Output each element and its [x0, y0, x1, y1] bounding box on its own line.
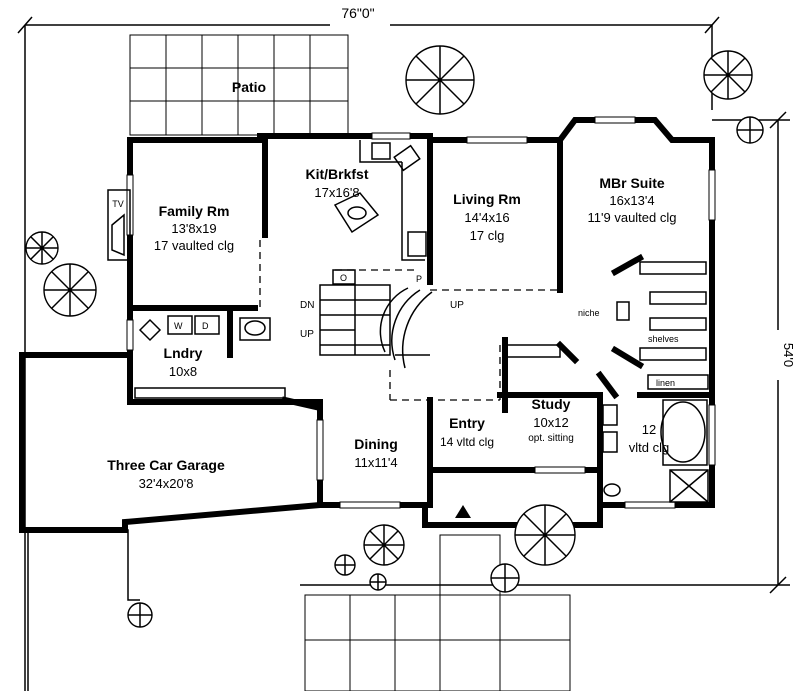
- kitchen-counters: [359, 140, 427, 261]
- master-note: 11'9 vaulted clg: [588, 210, 677, 225]
- staircase: [319, 284, 433, 369]
- tree-icon: [25, 231, 59, 265]
- stair-up-left-label: UP: [300, 329, 314, 340]
- pantry-label: P: [416, 274, 422, 284]
- family-size: 13'8x19: [171, 221, 216, 236]
- linen-closet: [647, 374, 709, 390]
- tree-icon: [736, 116, 764, 144]
- laundry-size: 10x8: [169, 364, 197, 379]
- tree-icon: [363, 524, 405, 566]
- bath-sink-1: [602, 404, 618, 426]
- shelves-label: shelves: [648, 334, 679, 344]
- study-note: opt. sitting: [528, 433, 574, 444]
- dryer-label: D: [202, 321, 209, 331]
- oven-label: O: [340, 273, 347, 283]
- kitchen-island: [333, 192, 380, 234]
- laundry-name: Lndry: [164, 345, 203, 361]
- tree-icon: [703, 50, 753, 100]
- washer-label: W: [174, 321, 183, 331]
- kitchen-size: 17x16'8: [314, 185, 359, 200]
- entry-arrow-icon: [455, 505, 471, 518]
- patio-name: Patio: [232, 79, 266, 95]
- bathtub: [660, 401, 706, 463]
- front-walk-paving: [304, 534, 571, 691]
- bath-ceiling-line1: 12: [642, 422, 656, 437]
- stair-down-label: DN: [300, 300, 314, 311]
- bath-sink-2: [602, 431, 618, 453]
- fireplace-hearth: [111, 213, 125, 257]
- tree-icon: [514, 504, 576, 566]
- oven: [332, 269, 356, 285]
- dining-size: 11x11'4: [354, 455, 397, 470]
- living-note: 17 clg: [470, 228, 505, 243]
- dryer: [194, 315, 220, 335]
- kitchen-name: Kit/Brkfst: [305, 166, 368, 182]
- master-size: 16x13'4: [609, 193, 654, 208]
- garage-size: 32'4x20'8: [139, 476, 194, 491]
- study-name: Study: [532, 396, 571, 412]
- tree-icon: [405, 45, 475, 115]
- study-size: 10x12: [533, 415, 568, 430]
- washer: [167, 315, 193, 335]
- depth-dimension-label: 54'0: [781, 343, 796, 367]
- driveway-edge: [28, 529, 140, 601]
- exterior-walls: [127, 117, 715, 528]
- tree-icon: [369, 573, 387, 591]
- shower: [669, 469, 709, 503]
- width-dimension-label: 76"0": [341, 5, 374, 21]
- closet-shelving: [134, 253, 707, 400]
- tv-label: TV: [112, 199, 124, 209]
- living-size: 14'4x16: [464, 210, 509, 225]
- tree-icon: [334, 554, 356, 576]
- family-note: 17 vaulted clg: [154, 238, 234, 253]
- linen-label: linen: [656, 378, 675, 388]
- stair-up-right-label: UP: [450, 300, 464, 311]
- powder-room-sink: [244, 320, 266, 336]
- living-name: Living Rm: [453, 191, 521, 207]
- entry-note: 14 vltd clg: [440, 435, 494, 449]
- powder-room-vanity: [239, 317, 271, 341]
- family-name: Family Rm: [159, 203, 230, 219]
- toilet: [603, 483, 621, 497]
- master-name: MBr Suite: [599, 175, 665, 191]
- bath-ceiling-line2: vltd clg: [629, 440, 669, 455]
- fireplace: [107, 189, 131, 261]
- niche-label: niche: [578, 308, 600, 318]
- niche: [616, 301, 630, 321]
- tree-icon: [43, 263, 97, 317]
- dining-name: Dining: [354, 436, 398, 452]
- tree-icon: [490, 563, 520, 593]
- tree-icon: [127, 602, 153, 628]
- laundry-sink: [138, 318, 162, 342]
- patio-paving: [129, 34, 349, 136]
- entry-name: Entry: [449, 415, 485, 431]
- garage-name: Three Car Garage: [107, 457, 225, 473]
- garage-walls: [19, 352, 323, 533]
- tub-deck: [662, 399, 708, 466]
